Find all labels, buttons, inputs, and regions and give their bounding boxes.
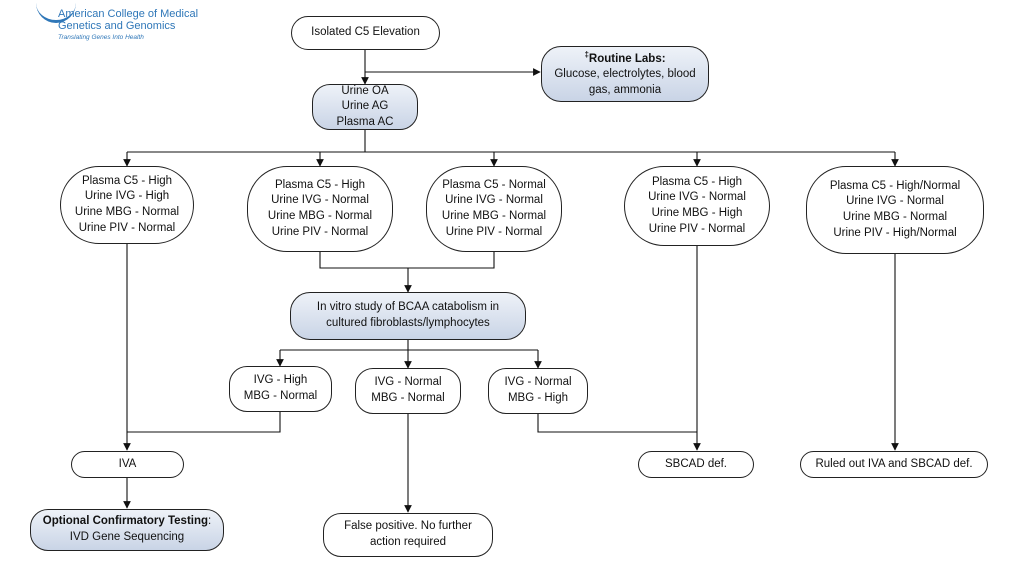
node-ivg-normal: IVG - Normal MBG - Normal — [355, 368, 461, 414]
node-urine-tests: Urine OA Urine AG Plasma AC — [312, 84, 418, 130]
node-mbg-high-label: IVG - Normal MBG - High — [504, 376, 572, 404]
node-branch-4: Plasma C5 - High Urine IVG - Normal Urin… — [624, 166, 770, 246]
node-ruled-out-label: Ruled out IVA and SBCAD def. — [815, 457, 973, 470]
node-branch-3: Plasma C5 - Normal Urine IVG - Normal Ur… — [426, 166, 562, 252]
confirm-colon: : — [208, 515, 212, 528]
node-mbg-high: IVG - Normal MBG - High — [488, 368, 588, 414]
node-false-positive: False positive. No further action requir… — [323, 513, 493, 557]
logo-line-1: American College of Medical — [58, 8, 199, 20]
node-ivg-high-label: IVG - High MBG - Normal — [243, 374, 318, 402]
node-confirmatory-testing: Optional Confirmatory Testing: IVD Gene … — [30, 509, 224, 551]
node-invitro-study-label: In vitro study of BCAA catabolism in cul… — [316, 301, 500, 329]
node-branch-5-label: Plasma C5 - High/Normal Urine IVG - Norm… — [829, 179, 961, 239]
node-sbcad-label: SBCAD def. — [665, 457, 727, 470]
node-ruled-out: Ruled out IVA and SBCAD def. — [800, 451, 988, 478]
node-iva: IVA — [71, 451, 184, 478]
node-branch-2-label: Plasma C5 - High Urine IVG - Normal Urin… — [267, 178, 373, 238]
node-ivg-high: IVG - High MBG - Normal — [229, 366, 332, 412]
routine-labs-title: Routine Labs: — [588, 52, 666, 65]
node-false-positive-label: False positive. No further action requir… — [344, 520, 472, 548]
node-invitro-study: In vitro study of BCAA catabolism in cul… — [290, 292, 526, 340]
node-branch-3-label: Plasma C5 - Normal Urine IVG - Normal Ur… — [441, 178, 547, 238]
node-branch-1: Plasma C5 - High Urine IVG - High Urine … — [60, 166, 194, 244]
node-ivg-normal-label: IVG - Normal MBG - Normal — [371, 376, 445, 404]
logo-line-2: Genetics and Genomics — [58, 20, 176, 32]
node-branch-4-label: Plasma C5 - High Urine IVG - Normal Urin… — [648, 175, 746, 235]
node-urine-tests-label: Urine OA Urine AG Plasma AC — [336, 84, 394, 128]
confirm-body: IVD Gene Sequencing — [69, 531, 185, 543]
logo-tagline: Translating Genes Into Health — [58, 34, 144, 41]
routine-labs-mark: ‡ — [584, 49, 589, 59]
node-branch-5: Plasma C5 - High/Normal Urine IVG - Norm… — [806, 166, 984, 254]
node-branch-1-label: Plasma C5 - High Urine IVG - High Urine … — [74, 174, 180, 234]
logo-emblem-icon — [36, 2, 76, 23]
acmg-logo: American College of Medical Genetics and… — [36, 8, 278, 41]
node-branch-2: Plasma C5 - High Urine IVG - Normal Urin… — [247, 166, 393, 252]
node-iva-label: IVA — [118, 457, 137, 470]
node-isolated-c5: Isolated C5 Elevation — [291, 16, 440, 50]
node-sbcad: SBCAD def. — [638, 451, 754, 478]
node-routine-labs: ‡Routine Labs: Glucose, electrolytes, bl… — [541, 46, 709, 102]
routine-labs-body: Glucose, electrolytes, blood gas, ammoni… — [554, 68, 696, 96]
confirm-title: Optional Confirmatory Testing — [42, 515, 209, 528]
node-isolated-c5-label: Isolated C5 Elevation — [311, 26, 420, 39]
